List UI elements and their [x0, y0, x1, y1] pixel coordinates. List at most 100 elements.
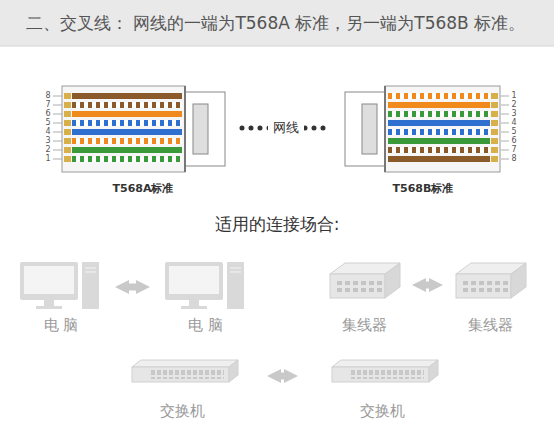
- computer-icon: [230, 272, 241, 273]
- computer-icon: [85, 268, 96, 269]
- wire: [64, 93, 71, 99]
- pin-number: 6: [511, 137, 516, 145]
- wire: [72, 111, 182, 117]
- computer-icon: [44, 300, 54, 306]
- wire: [72, 156, 182, 162]
- computer-icon: [20, 262, 78, 300]
- switch-icon: [150, 370, 224, 379]
- wire: [64, 111, 71, 117]
- wire: [53, 150, 62, 151]
- rj45-plug: [193, 104, 208, 154]
- computer-icon: [227, 262, 244, 309]
- node-label: 电 脑: [44, 316, 79, 336]
- rj45-plug: [384, 86, 386, 172]
- header-title: 二、交叉线： 网线的一端为T568A 标准，另一端为T568B 标准。: [26, 12, 525, 35]
- switch-icon: [132, 367, 229, 382]
- switch-icon: [332, 360, 438, 382]
- wire: [72, 138, 182, 144]
- double-arrow: [426, 282, 429, 289]
- wire: [64, 120, 71, 126]
- wire: [491, 129, 498, 135]
- hub-icon: [460, 278, 508, 292]
- wire: [72, 129, 182, 135]
- wire: [388, 102, 490, 108]
- wire: [53, 132, 62, 133]
- switch-icon: [332, 360, 438, 367]
- hub-icon: [456, 274, 511, 298]
- wire: [501, 150, 509, 151]
- wire: [388, 120, 490, 126]
- rj45-plug: [185, 92, 225, 166]
- wire: [64, 156, 71, 162]
- wire: [491, 147, 498, 153]
- wire: [491, 120, 498, 126]
- wire: [491, 138, 498, 144]
- switch-icon: [229, 360, 238, 382]
- pin-number: 3: [511, 110, 516, 118]
- switch-icon: [132, 360, 238, 367]
- switch-icon: [429, 360, 438, 382]
- computer-icon: [20, 262, 99, 309]
- rj45-plug: [385, 86, 500, 172]
- device-icon: 电 脑: [15, 258, 107, 336]
- pin-number: 8: [45, 92, 50, 100]
- computer-icon: [189, 300, 199, 306]
- computer-icon: [165, 262, 223, 300]
- wire: [72, 102, 182, 108]
- wire: [53, 123, 62, 124]
- wire: [72, 93, 182, 99]
- switch-icon: [350, 370, 424, 379]
- node-label: 集线器: [342, 316, 387, 336]
- pin-number: 1: [45, 155, 50, 163]
- node-label: 交换机: [160, 402, 205, 422]
- wire: [72, 147, 182, 153]
- wire: [53, 96, 62, 97]
- wire: [388, 156, 490, 162]
- wire: [53, 141, 62, 142]
- wire: [72, 120, 182, 126]
- wire: [388, 147, 490, 153]
- computer-icon: [181, 306, 207, 309]
- wire: [388, 129, 490, 135]
- switch-icon: [332, 367, 429, 382]
- wire: [72, 138, 182, 144]
- pin-number: 8: [511, 155, 516, 163]
- wire: [64, 102, 71, 108]
- wire: [491, 102, 498, 108]
- device-icon: 电 脑: [158, 258, 253, 336]
- computer-icon: [230, 268, 241, 269]
- wire: [53, 105, 62, 106]
- edge-label: 网线: [268, 119, 304, 137]
- wire: [501, 159, 509, 160]
- wire: [501, 132, 509, 133]
- wire: [53, 159, 62, 160]
- wire: [388, 93, 490, 99]
- hub-icon: [511, 263, 526, 298]
- node-label: 交换机: [360, 402, 405, 422]
- wire: [53, 93, 509, 162]
- wire: [53, 114, 62, 115]
- wire: [64, 138, 71, 144]
- header-band: [0, 0, 554, 46]
- wire: [501, 96, 509, 97]
- pin-number: 5: [511, 128, 516, 136]
- pin-number: 1: [511, 92, 516, 100]
- device-icon: 交换机: [125, 355, 240, 422]
- wire: [64, 147, 71, 153]
- rj45-plug: [184, 86, 186, 172]
- computer-icon: [85, 272, 96, 273]
- hub-icon: [385, 263, 400, 298]
- wire: [388, 138, 490, 144]
- pin-number: 4: [511, 119, 516, 127]
- section-heading: 适用的连接场合:: [215, 216, 340, 233]
- hub-icon: [330, 274, 385, 298]
- switch-icon: [132, 360, 238, 382]
- pin-number: 7: [511, 146, 516, 154]
- pin-number: 3: [45, 137, 50, 145]
- pin-number: 6: [45, 110, 50, 118]
- rj45-plug: [362, 104, 377, 154]
- rj45-plug: [345, 92, 385, 166]
- wire: [491, 111, 498, 117]
- device-icon: 集线器: [322, 258, 407, 336]
